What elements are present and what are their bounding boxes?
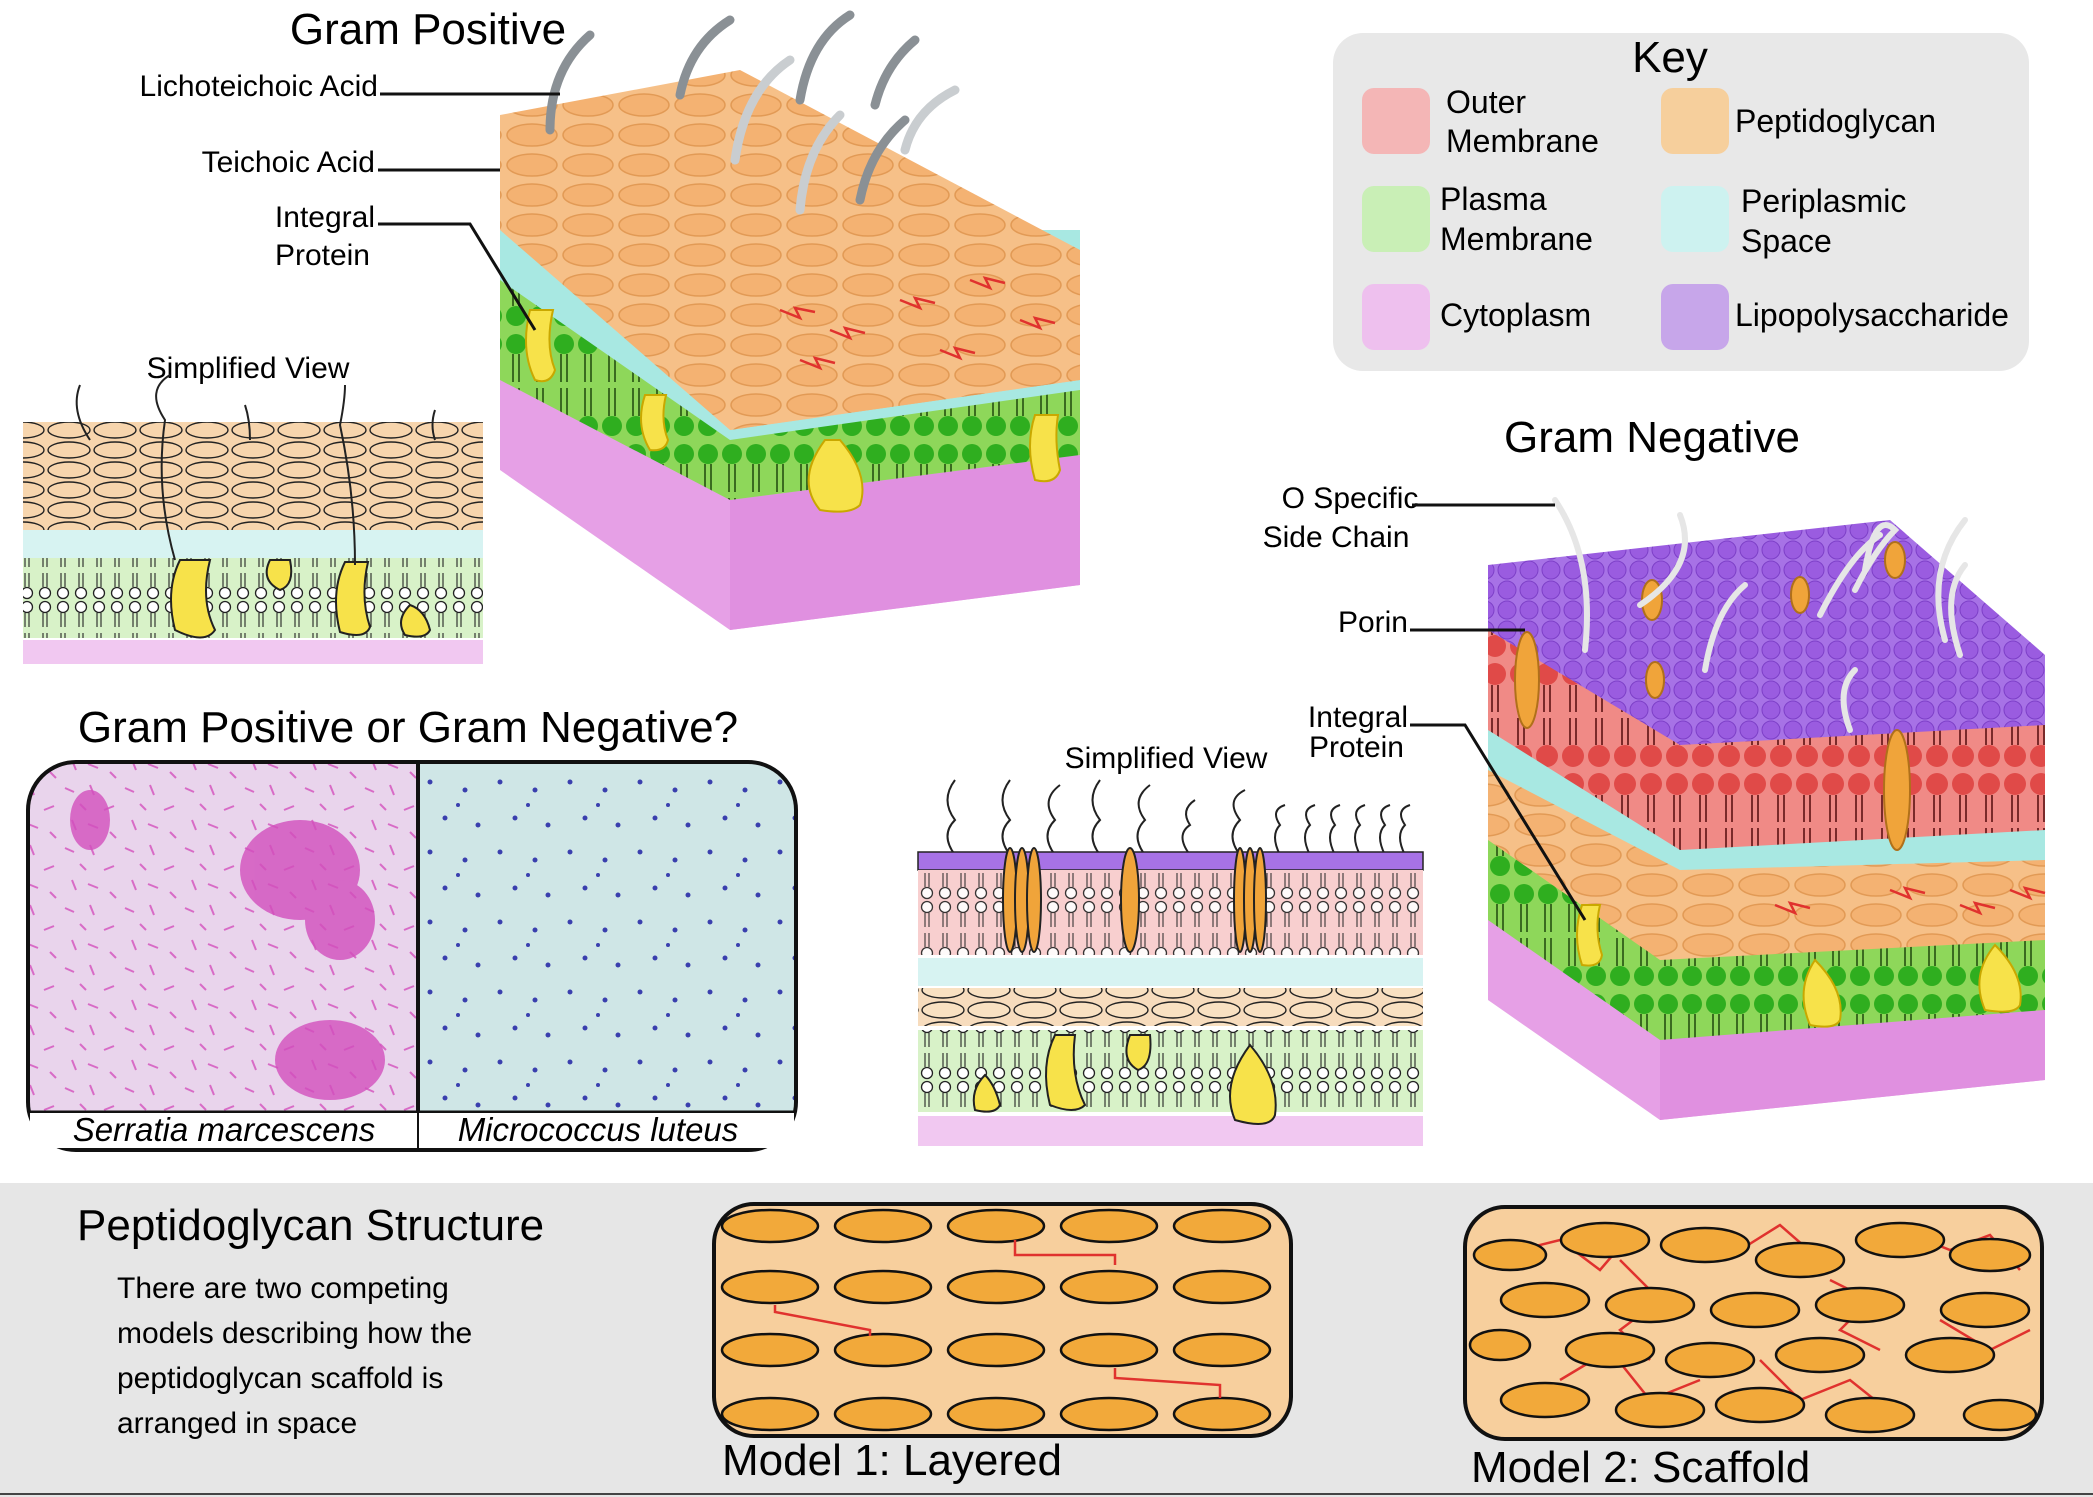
gn-label-o-specific-1: O Specific — [1282, 482, 1419, 515]
key-panel: Key Outer Membrane Peptidoglycan Plasma … — [1333, 33, 2029, 371]
key-swatch-outer-membrane — [1362, 88, 1430, 154]
gp-simple-protein — [170, 559, 217, 639]
gn-label-integral-2: Protein — [1309, 731, 1404, 764]
gp-label-integral-1: Integral — [275, 201, 375, 234]
gn-label-integral-1: Integral — [1308, 701, 1408, 734]
gn-label-o-specific-2: Side Chain — [1263, 521, 1410, 554]
gp-teichoic-acids — [545, 10, 920, 205]
gn-simple-plasma-membrane — [918, 1030, 1423, 1112]
svg-text:Peptidoglycan: Peptidoglycan — [1735, 103, 1936, 139]
gn-porins — [1514, 541, 1911, 851]
svg-text:Membrane: Membrane — [1440, 221, 1593, 257]
gn-simple-lps — [917, 851, 1424, 871]
gn-simplified-view: Simplified View — [917, 742, 1424, 1146]
gp-simplified-view: Simplified View — [23, 352, 483, 664]
key-swatch-peptidoglycan — [1661, 88, 1729, 154]
model1-layered-diagram — [712, 1202, 1293, 1438]
pg-desc-line-4: arranged in space — [117, 1407, 357, 1440]
gp-simple-teichoic-strands — [75, 374, 436, 566]
gram-question-panel: Gram Positive or Gram Negative? Serratia… — [26, 703, 798, 1152]
gp-simple-periplasm — [23, 530, 483, 558]
gn-label-porin: Porin — [1338, 606, 1408, 639]
svg-text:Lipopolysaccharide: Lipopolysaccharide — [1735, 297, 2009, 333]
gn-simple-peptidoglycan — [918, 988, 1423, 1026]
gn-simple-o-chains — [946, 779, 1411, 856]
model2-label: Model 2: Scaffold — [1471, 1443, 1810, 1492]
question-title: Gram Positive or Gram Negative? — [78, 703, 738, 752]
gp-label-teichoic: Teichoic Acid — [202, 146, 375, 179]
gn-simple-outer-membrane — [918, 870, 1423, 955]
gram-negative-diagram: Gram Negative — [1263, 413, 2046, 1120]
gp-crosslinks — [779, 276, 1056, 371]
model1-label: Model 1: Layered — [722, 1436, 1062, 1485]
gp-label-integral-2: Protein — [275, 239, 370, 272]
gram-positive-diagram: Gram Positive — [140, 5, 1080, 630]
gn-lipopolysaccharide-layer — [1488, 520, 2045, 745]
gn-integral-protein — [1576, 904, 1604, 967]
micrograph-frame — [26, 760, 798, 1152]
gn-simple-protein — [1045, 1034, 1087, 1111]
gram-positive-title: Gram Positive — [290, 5, 566, 54]
svg-text:Membrane: Membrane — [1446, 123, 1599, 159]
key-swatch-lipopolysaccharide — [1661, 284, 1729, 350]
svg-text:Periplasmic: Periplasmic — [1741, 183, 1906, 219]
gn-simple-periplasm — [918, 958, 1423, 986]
svg-text:Outer: Outer — [1446, 84, 1526, 120]
pg-desc-line-2: models describing how the — [117, 1317, 472, 1350]
model1-crosslinks — [773, 1240, 1222, 1398]
svg-text:Space: Space — [1741, 223, 1832, 259]
key-title: Key — [1632, 33, 1708, 82]
svg-text:Plasma: Plasma — [1440, 181, 1547, 217]
serratia-caption: Serratia marcescens — [73, 1111, 376, 1148]
pg-structure-title: Peptidoglycan Structure — [77, 1201, 544, 1250]
gp-label-lipoteichoic: Lichoteichoic Acid — [140, 70, 378, 103]
model2-glycan-strands — [1468, 1221, 2038, 1434]
model1-glycan-strands — [720, 1208, 1272, 1432]
key-swatch-cytoplasm — [1362, 284, 1430, 350]
gn-o-side-chains — [1552, 497, 1968, 733]
svg-text:Cytoplasm: Cytoplasm — [1440, 297, 1591, 333]
key-swatch-periplasmic-space — [1661, 186, 1729, 252]
gp-simplified-title: Simplified View — [147, 352, 350, 385]
gn-simplified-title: Simplified View — [1065, 742, 1268, 775]
gp-simple-peptidoglycan — [23, 422, 483, 530]
gp-simple-cytoplasm — [23, 640, 483, 664]
micrococcus-micrograph — [418, 762, 796, 1150]
pg-desc-line-1: There are two competing — [117, 1272, 449, 1305]
micrococcus-caption: Micrococcus luteus — [458, 1111, 739, 1148]
key-swatch-plasma-membrane — [1362, 186, 1430, 252]
pg-desc-line-3: peptidoglycan scaffold is — [117, 1362, 443, 1395]
peptidoglycan-structure-panel: Peptidoglycan Structure There are two co… — [0, 1183, 2093, 1497]
gram-negative-title: Gram Negative — [1504, 413, 1800, 462]
gn-simple-porins — [1002, 847, 1267, 953]
gn-simple-cytoplasm — [918, 1116, 1423, 1146]
